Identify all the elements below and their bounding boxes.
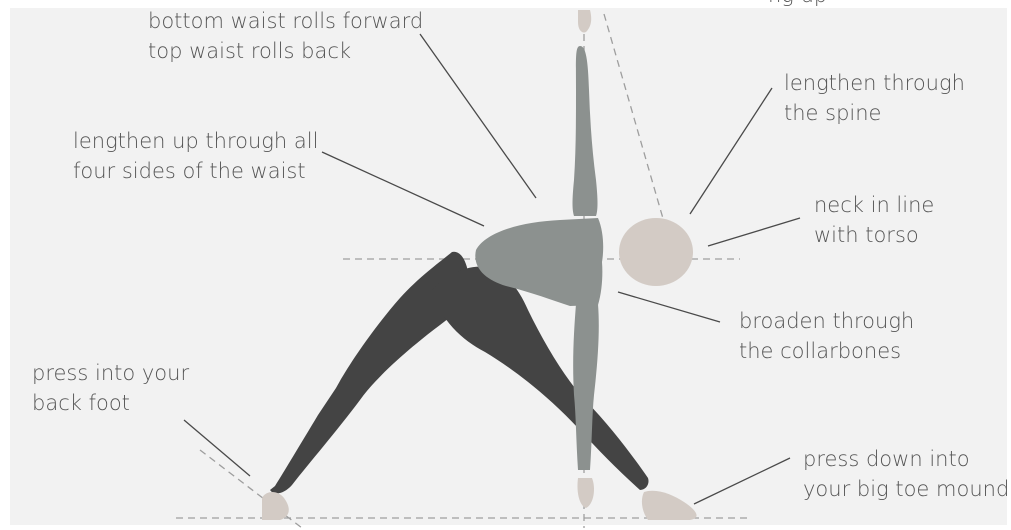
- label-cropped-top: ng up: [768, 0, 827, 10]
- label-big-toe-line2: your big toe mound: [803, 474, 1009, 504]
- front-leg: [432, 267, 649, 490]
- top-hand: [578, 10, 591, 33]
- bottom-hand: [577, 478, 594, 508]
- label-big-toe: press down into your big toe mound: [803, 444, 1009, 504]
- label-neck-line1: neck in line: [814, 190, 934, 220]
- upper-arm: [573, 46, 598, 216]
- front-foot: [642, 491, 697, 520]
- leader-lengthen-waist: [322, 152, 484, 226]
- label-collarbones-line2: the collarbones: [739, 336, 914, 366]
- label-waist-roll: bottom waist rolls forward top waist rol…: [148, 6, 423, 66]
- head-diagonal-guide: [604, 14, 664, 222]
- label-lengthen-spine-line2: the spine: [784, 98, 965, 128]
- leader-back-foot: [184, 420, 250, 476]
- label-lengthen-spine-line1: lengthen through: [784, 68, 965, 98]
- label-waist-roll-line1: bottom waist rolls forward: [148, 6, 423, 36]
- back-foot: [262, 492, 289, 520]
- label-lengthen-waist-line2: four sides of the waist: [73, 156, 318, 186]
- torso-and-arms: [475, 46, 603, 470]
- label-neck-line2: with torso: [814, 220, 934, 250]
- head: [619, 218, 693, 286]
- label-big-toe-line1: press down into: [803, 444, 1009, 474]
- label-collarbones-line1: broaden through: [739, 306, 914, 336]
- label-collarbones: broaden through the collarbones: [739, 306, 914, 366]
- leader-big-toe: [694, 458, 790, 504]
- label-neck: neck in line with torso: [814, 190, 934, 250]
- label-lengthen-waist: lengthen up through all four sides of th…: [73, 126, 318, 186]
- leader-waist-roll: [420, 34, 536, 198]
- label-back-foot-line1: press into your: [32, 358, 189, 388]
- leader-spine: [690, 88, 772, 214]
- label-waist-roll-line2: top waist rolls back: [148, 36, 423, 66]
- label-back-foot-line2: back foot: [32, 388, 189, 418]
- leader-neck: [708, 218, 800, 246]
- label-back-foot: press into your back foot: [32, 358, 189, 418]
- leader-collarbones: [618, 292, 720, 322]
- label-lengthen-spine: lengthen through the spine: [784, 68, 965, 128]
- label-lengthen-waist-line1: lengthen up through all: [73, 126, 318, 156]
